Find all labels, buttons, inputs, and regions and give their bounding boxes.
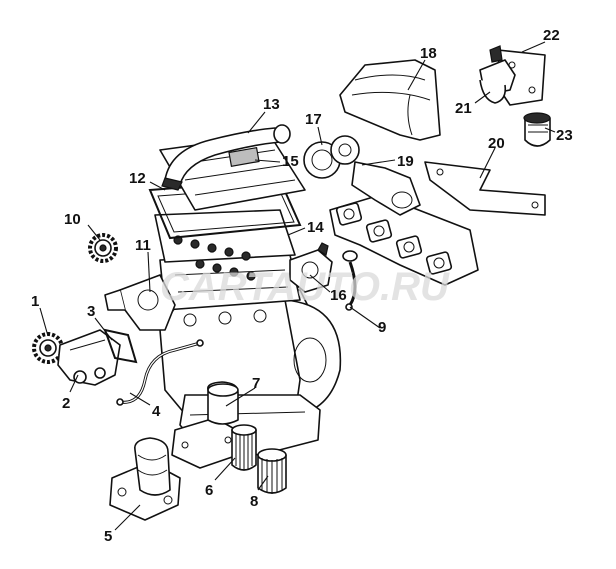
leader-20	[479, 147, 496, 179]
leader-4	[129, 392, 151, 406]
oil-pump	[57, 329, 121, 386]
leader-17	[317, 126, 323, 146]
callout-14: 14	[307, 219, 324, 236]
leader-9	[349, 306, 381, 329]
exhaust-elbow	[351, 161, 421, 216]
turbocharger	[303, 135, 360, 179]
callout-3: 3	[87, 303, 95, 320]
thermostat-housing	[289, 242, 333, 293]
leader-8	[257, 475, 269, 491]
leader-13	[247, 111, 266, 134]
exhaust-manifold	[329, 194, 479, 286]
leader-19	[361, 159, 396, 166]
oil-pump-gear	[32, 332, 64, 364]
callout-7: 7	[252, 375, 260, 392]
manifold-bracket	[424, 161, 546, 216]
leader-2	[69, 374, 79, 393]
callout-5: 5	[104, 528, 112, 545]
heat-shield	[339, 59, 441, 141]
filter-base	[171, 381, 241, 469]
callout-11: 11	[135, 237, 151, 254]
callout-9: 9	[378, 319, 386, 336]
leader-6	[214, 457, 236, 481]
fuel-filter-head	[479, 45, 516, 104]
dipstick-tube	[342, 250, 358, 311]
leader-10	[87, 224, 101, 241]
camshaft-gear	[88, 233, 118, 263]
breather-hose	[161, 124, 291, 191]
leader-14	[287, 227, 306, 236]
leader-5	[114, 504, 141, 531]
leader-23	[544, 127, 556, 133]
leader-15	[254, 159, 281, 163]
callout-19: 19	[397, 153, 414, 170]
leader-21	[474, 91, 491, 104]
leader-7	[225, 387, 256, 407]
callout-16: 16	[330, 287, 347, 304]
leader-18	[407, 59, 426, 91]
engine-block	[154, 209, 342, 456]
callout-4: 4	[152, 403, 161, 420]
callout-8: 8	[250, 493, 258, 510]
water-pump	[104, 274, 176, 331]
filter-element-6	[231, 424, 257, 471]
callout-21: 21	[455, 100, 472, 117]
callout-2: 2	[62, 395, 70, 412]
leader-lines	[39, 41, 556, 531]
leader-16	[309, 274, 331, 293]
callout-10: 10	[64, 211, 81, 228]
callout-22: 22	[543, 27, 560, 44]
leader-1	[39, 307, 49, 337]
callout-17: 17	[305, 111, 322, 128]
callout-13: 13	[263, 96, 280, 113]
leader-22	[521, 41, 546, 53]
fuel-filter	[523, 112, 551, 147]
callout-23: 23	[556, 127, 573, 144]
watermark-text: CARTAUTO.RU	[160, 265, 450, 309]
callout-labels: 1 2 3 4 5 6 7 8 9 10 11 12 13 14 15 16 1…	[31, 27, 573, 545]
callout-6: 6	[205, 482, 213, 499]
head-bolts	[173, 235, 256, 281]
callout-15: 15	[282, 153, 299, 170]
oil-filter-housing	[109, 437, 181, 521]
leader-3	[94, 317, 113, 341]
filter-element-8	[257, 448, 287, 494]
callout-12: 12	[129, 170, 146, 187]
oil-pump-gasket	[103, 328, 138, 364]
callout-18: 18	[420, 45, 437, 62]
callout-20: 20	[488, 135, 505, 152]
callout-1: 1	[31, 293, 39, 310]
leader-12	[149, 181, 166, 191]
leader-11	[147, 251, 151, 293]
